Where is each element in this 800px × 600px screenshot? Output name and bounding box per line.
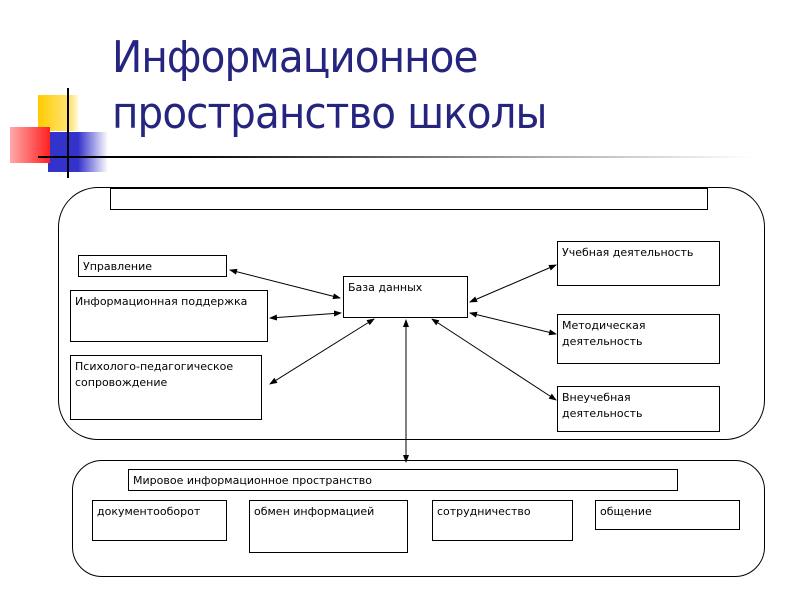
node-extracurricular: Внеучебная деятельность (557, 386, 720, 432)
arrow-study (469, 264, 557, 303)
arrow-psych (269, 318, 375, 385)
node-study: Учебная деятельность (557, 241, 720, 286)
decor-horizontal-line (38, 156, 753, 158)
node-database: База данных (343, 276, 468, 318)
header-box (110, 188, 708, 210)
arrow-info-support (269, 310, 342, 321)
title-line-1: Информационное (112, 32, 478, 83)
decor-yellow-square (38, 95, 80, 131)
node-cooperation: сотрудничество (432, 500, 573, 541)
arrow-methodical (469, 311, 557, 336)
node-exchange: обмен информацией (249, 500, 408, 553)
world-space-container (72, 460, 765, 577)
decor-blue-square (48, 132, 108, 172)
node-management: Управление (78, 255, 227, 277)
arrow-management (229, 268, 341, 300)
decor-vertical-line (67, 88, 69, 178)
school-space-container (58, 187, 765, 440)
node-methodical: Методическая деятельность (557, 314, 720, 364)
node-documents: документооборот (92, 500, 227, 541)
node-world-space: Мировое информационное пространство (128, 469, 678, 491)
page-title: Информационное пространство школы (112, 30, 548, 142)
node-communication: общение (595, 500, 740, 530)
arrow-extracurricular (431, 318, 557, 401)
title-line-2: пространство школы (112, 88, 548, 139)
node-psych-support: Психолого-педагогическое сопровождение (70, 355, 262, 420)
